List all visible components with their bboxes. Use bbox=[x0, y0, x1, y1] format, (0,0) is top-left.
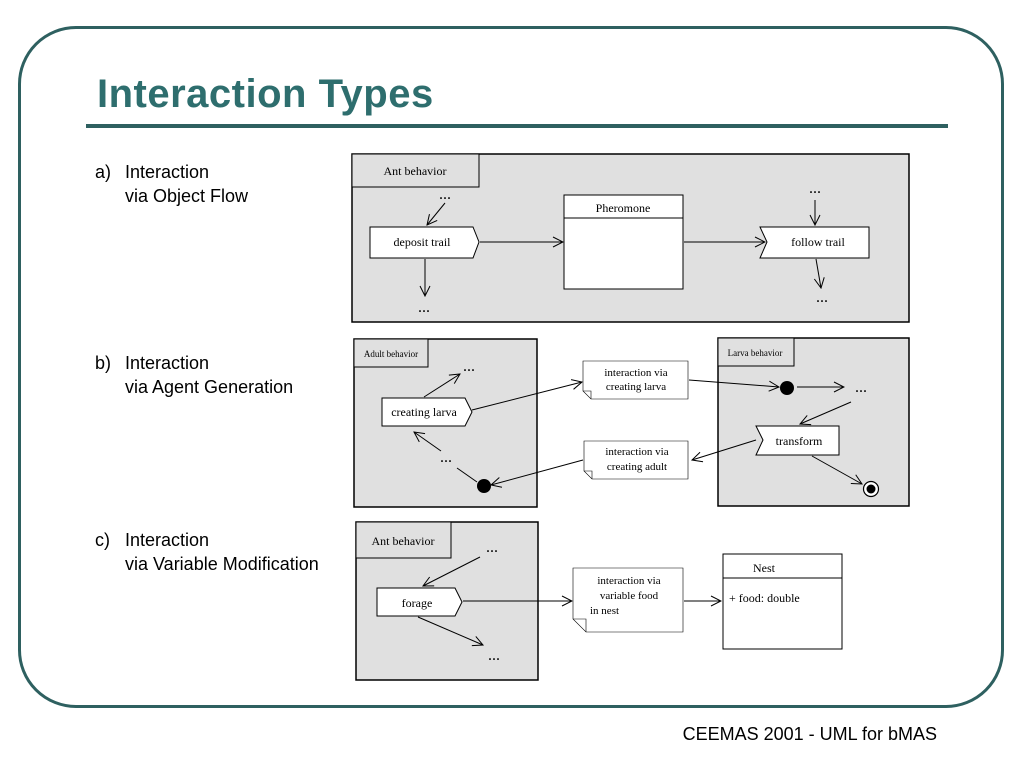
final-node-core bbox=[866, 484, 876, 494]
class-name: Nest bbox=[753, 561, 776, 575]
item-line-1: Interaction bbox=[125, 162, 210, 182]
ellipsis: ... bbox=[488, 647, 500, 664]
ellipsis: ... bbox=[486, 539, 498, 556]
flow-arrow bbox=[816, 258, 821, 288]
flow-arrow bbox=[800, 401, 852, 424]
note-fold bbox=[583, 390, 592, 399]
flow-arrow bbox=[414, 432, 442, 452]
class-attribute: + food: double bbox=[729, 591, 800, 605]
note-creating-larva bbox=[582, 360, 689, 400]
note-creating-adult bbox=[583, 440, 689, 480]
frame-tab bbox=[351, 153, 480, 188]
action-label: deposit trail bbox=[394, 235, 452, 249]
flow-arrow bbox=[423, 374, 460, 398]
note-line: interaction via bbox=[597, 575, 660, 587]
object-flow-arrow bbox=[688, 379, 779, 387]
object-pheromone bbox=[563, 194, 684, 290]
frame-label: Ant behavior bbox=[384, 164, 447, 178]
object-flow-arrow bbox=[491, 459, 584, 485]
flow-line bbox=[456, 467, 478, 483]
ellipsis: ... bbox=[439, 186, 451, 203]
action-label: transform bbox=[776, 434, 823, 448]
diagram-agent-generation: Adult behavior ... creating larva ... in… bbox=[353, 337, 910, 508]
flow-arrow bbox=[417, 616, 483, 645]
slide-frame bbox=[18, 26, 1004, 708]
object-name: Pheromone bbox=[596, 201, 651, 215]
frame-label: Adult behavior bbox=[364, 349, 418, 359]
slide-footer: CEEMAS 2001 - UML for bMAS bbox=[682, 724, 937, 744]
note-variable-food bbox=[572, 567, 684, 633]
frame-label: Ant behavior bbox=[372, 534, 435, 548]
item-marker: c) bbox=[95, 530, 110, 550]
title-divider bbox=[86, 124, 948, 128]
class-nest bbox=[722, 553, 843, 650]
action-label: creating larva bbox=[391, 405, 457, 419]
diagram-variable-modification: Ant behavior ... forage ... interaction … bbox=[355, 521, 843, 681]
frame-tab bbox=[717, 337, 795, 367]
object-flow-arrow bbox=[692, 439, 757, 460]
note-line: interaction via bbox=[604, 367, 667, 379]
slide-title: Interaction Types bbox=[97, 72, 434, 116]
note-fold bbox=[584, 470, 593, 479]
ellipsis: ... bbox=[809, 180, 821, 197]
item-marker: a) bbox=[95, 162, 112, 182]
action-label: forage bbox=[402, 596, 433, 610]
flow-arrow bbox=[811, 455, 862, 484]
diagram-object-flow: Ant behavior ... deposit trail ... Phero… bbox=[351, 153, 910, 323]
item-marker: b) bbox=[95, 353, 112, 373]
receive-action-transform bbox=[755, 425, 840, 456]
note-line: creating larva bbox=[606, 381, 666, 393]
action-label: follow trail bbox=[791, 235, 845, 249]
note-line: in nest bbox=[590, 605, 619, 617]
frame-tab bbox=[353, 338, 429, 368]
initial-node bbox=[477, 479, 491, 493]
item-line-2: via Variable Modification bbox=[125, 554, 319, 574]
note-line: creating adult bbox=[607, 461, 667, 473]
action-forage bbox=[376, 587, 463, 617]
item-line-2: via Agent Generation bbox=[125, 377, 294, 397]
ellipsis: ... bbox=[816, 289, 828, 306]
ellipsis: ... bbox=[463, 358, 475, 375]
item-line-1: Interaction bbox=[125, 353, 210, 373]
item-line-2: via Object Flow bbox=[125, 186, 249, 206]
receive-action-follow-trail bbox=[759, 226, 870, 259]
flow-arrow bbox=[427, 202, 446, 225]
note-fold bbox=[573, 618, 587, 632]
ellipsis: ... bbox=[440, 449, 452, 466]
ellipsis: ... bbox=[418, 299, 430, 316]
note-line: variable food bbox=[600, 590, 659, 602]
frame-label: Larva behavior bbox=[728, 348, 783, 358]
flow-arrow bbox=[423, 556, 481, 586]
object-flow-arrow bbox=[471, 382, 582, 411]
initial-node bbox=[780, 381, 794, 395]
item-line-1: Interaction bbox=[125, 530, 210, 550]
note-line: interaction via bbox=[605, 446, 668, 458]
ellipsis: ... bbox=[855, 379, 867, 396]
send-action-deposit-trail bbox=[369, 226, 480, 259]
frame-tab bbox=[355, 521, 452, 559]
send-action-creating-larva bbox=[381, 397, 473, 427]
